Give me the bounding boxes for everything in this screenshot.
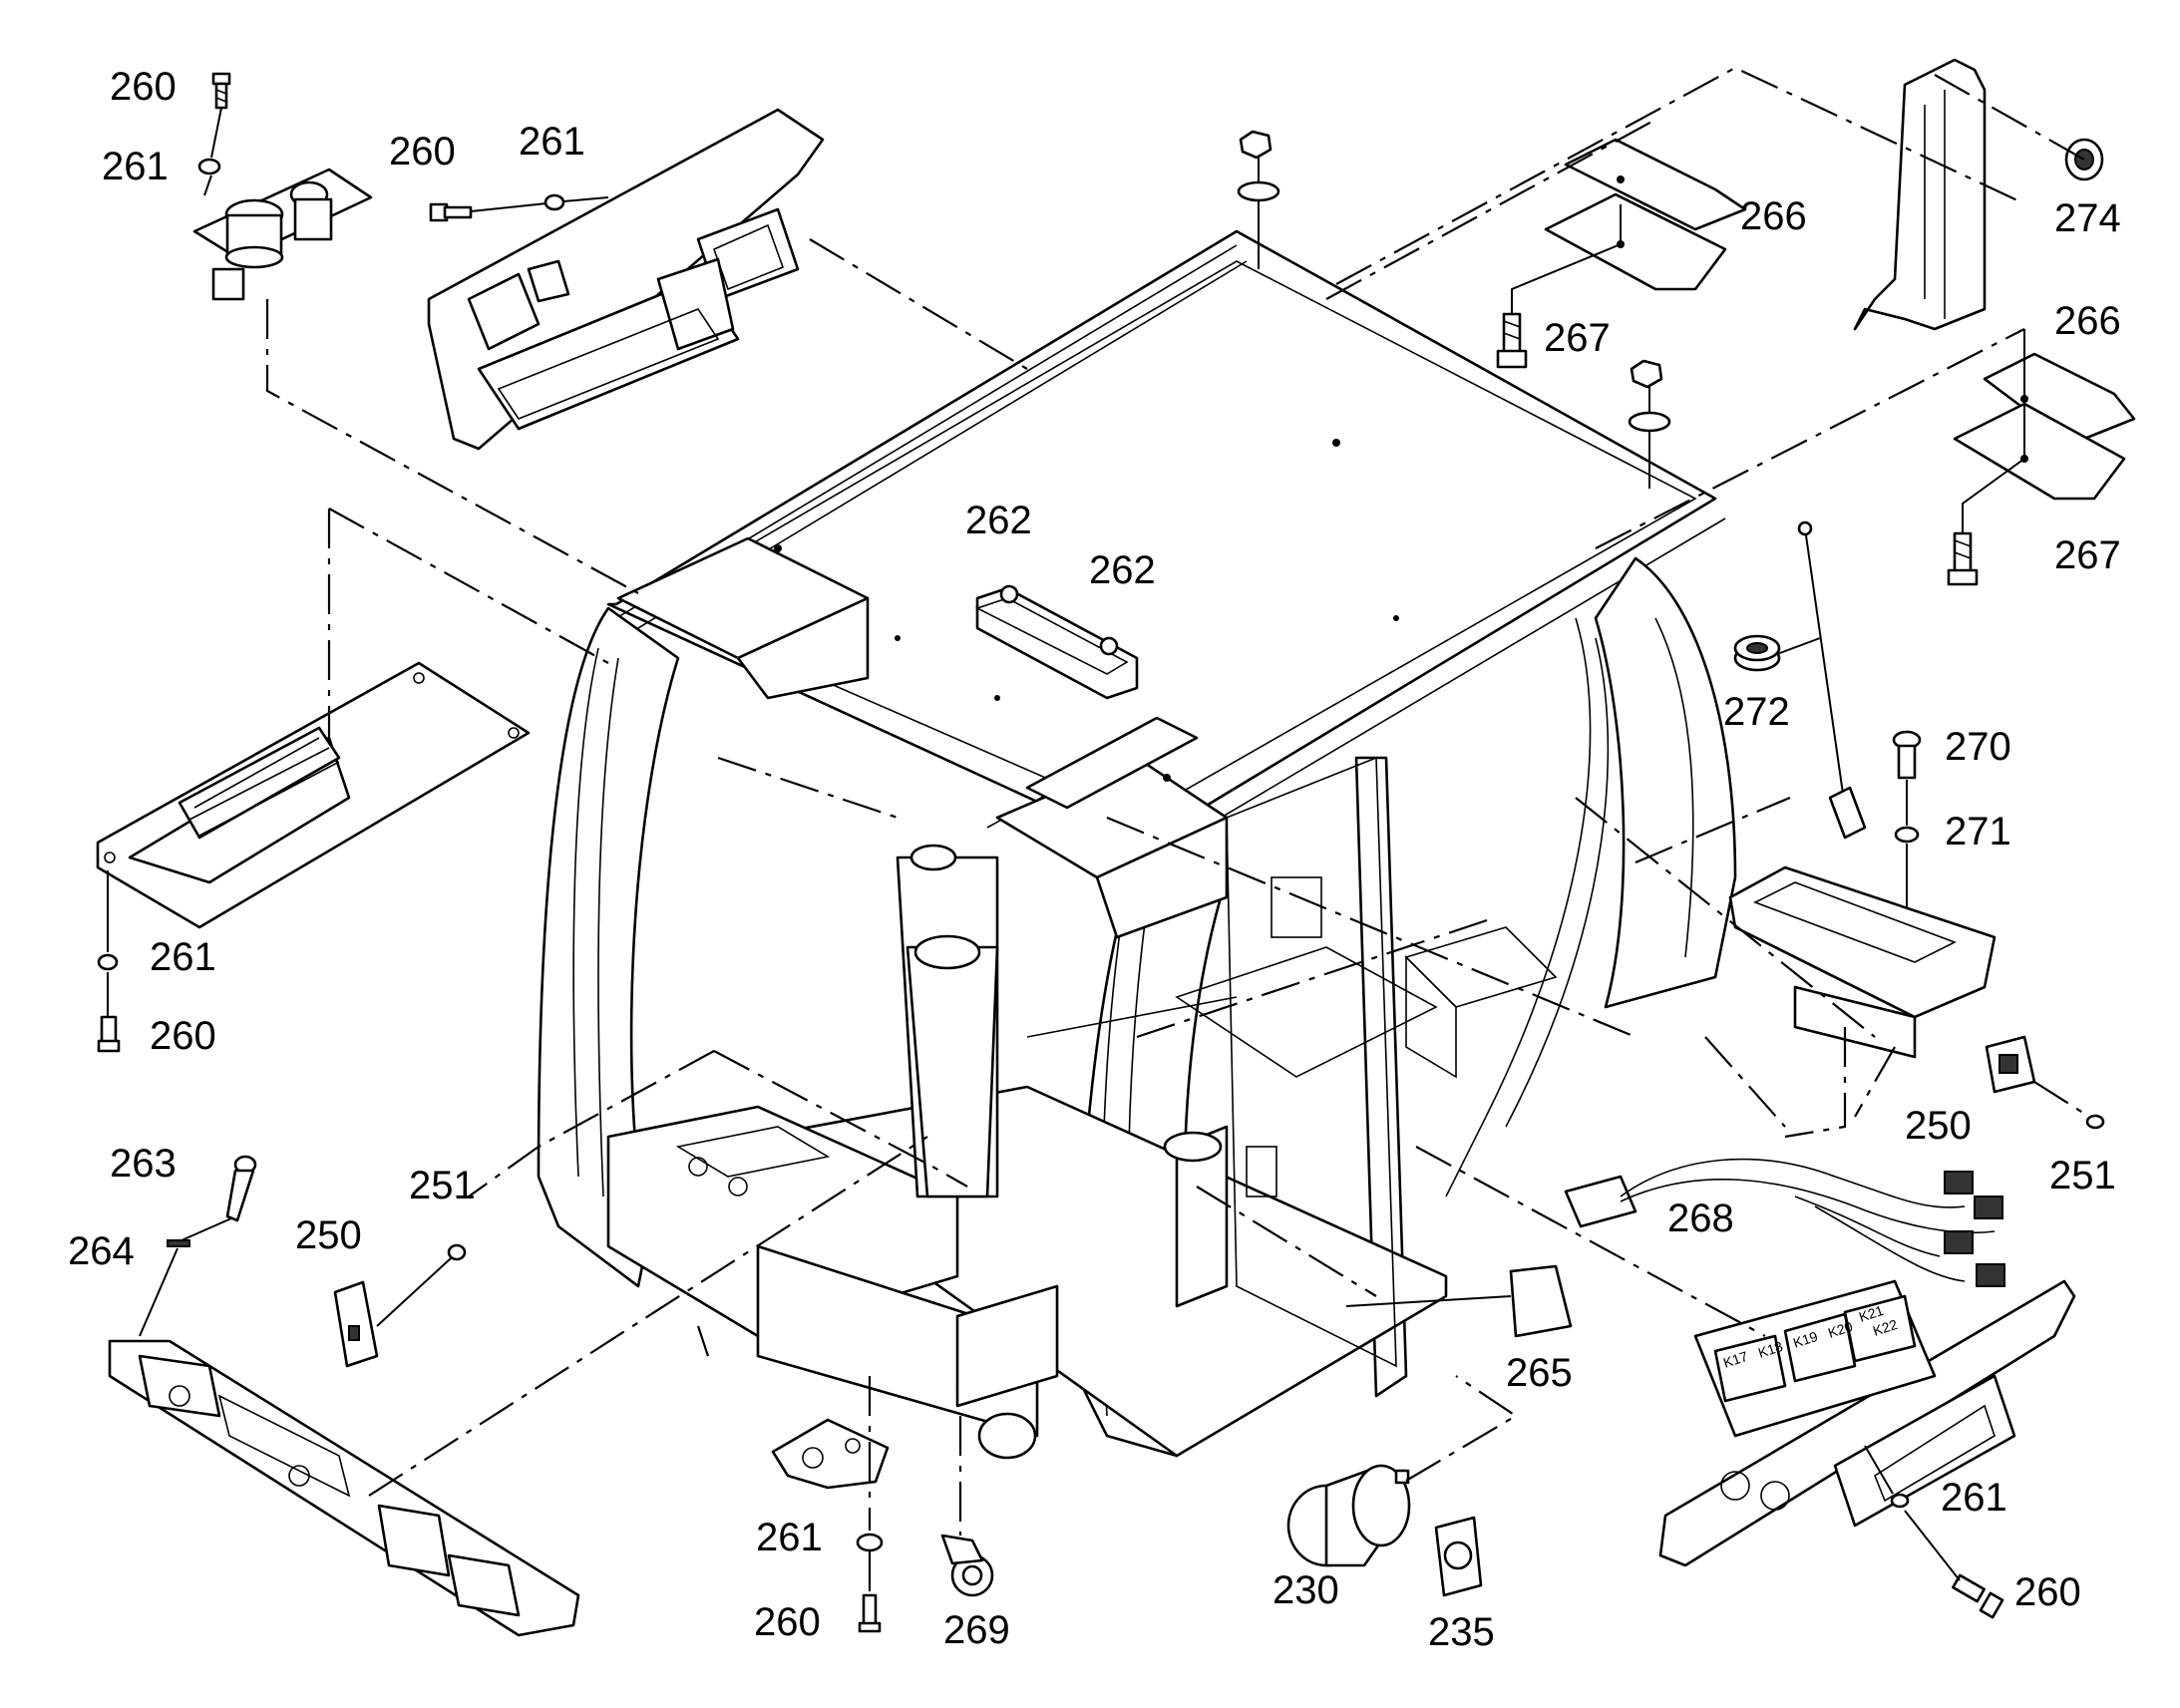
screw-260-c	[97, 1015, 121, 1053]
callout-267-b: 267	[2054, 533, 2121, 577]
screw-251-a	[2085, 1114, 2105, 1130]
callout-261-d: 261	[1941, 1476, 2007, 1520]
assembly-lines	[265, 66, 2085, 1497]
screw-260-b	[429, 202, 473, 222]
callout-271: 271	[1945, 810, 2011, 854]
leader-bolt-267-a	[1511, 204, 1622, 314]
cab-frame	[537, 229, 1737, 1460]
leader-bolt-267-b	[1962, 329, 2025, 533]
washer-261-e	[1890, 1493, 1910, 1509]
nut-washer-top	[1237, 130, 1280, 269]
leader-grommet-272	[1776, 637, 1821, 655]
callout-267-a: 267	[1544, 316, 1611, 360]
callout-260-e: 260	[754, 1600, 821, 1644]
screw-270	[1892, 730, 1922, 780]
relay-label: K22	[1871, 1316, 1900, 1339]
storage-tray	[1728, 865, 1997, 1059]
switch-235	[1434, 1516, 1483, 1597]
roof-console-262	[974, 584, 1139, 700]
leader-pad-265	[1345, 1295, 1512, 1307]
beacon-230	[1286, 1464, 1411, 1567]
callout-262-b: 262	[1089, 548, 1156, 592]
relay-label: K20	[1826, 1318, 1855, 1341]
wiring-harness-268	[1564, 1158, 2005, 1287]
antenna	[1797, 520, 1867, 840]
washer-261-b	[544, 193, 565, 211]
washer-271	[1894, 826, 1920, 844]
leader-washer-261-b	[470, 196, 609, 212]
callout-263: 263	[110, 1142, 177, 1186]
pad-265	[1509, 1264, 1573, 1338]
callout-270: 270	[1945, 725, 2011, 769]
relay-label: K18	[1756, 1338, 1785, 1361]
cable-clamp-269	[940, 1534, 994, 1597]
washer-261-c	[97, 953, 119, 971]
bracket-266-a	[1544, 138, 1747, 291]
callout-261-e: 261	[756, 1516, 823, 1559]
bracket-266-b	[1953, 352, 2136, 501]
callout-260-c: 260	[150, 1014, 216, 1058]
washer-261-d	[856, 1533, 884, 1552]
leader-tray	[1784, 1027, 2090, 1139]
washer-261-a	[197, 158, 221, 175]
screw-260-a	[211, 72, 231, 110]
callout-266-a: 266	[1740, 194, 1807, 238]
fuse-panel-left	[96, 661, 531, 929]
callout-269: 269	[943, 1608, 1010, 1652]
callout-labels: 260 261 260 261 266 267 274 266 267 262 …	[68, 65, 2121, 1654]
plate-bottom-center	[771, 1418, 890, 1490]
leader-dash-panel	[139, 1217, 232, 1337]
grommet-274	[2064, 138, 2104, 181]
callout-230: 230	[1272, 1568, 1339, 1612]
leader-relay-panel	[1864, 1445, 1961, 1581]
callout-235: 235	[1428, 1610, 1495, 1654]
bolt-267-a	[1496, 312, 1528, 369]
leader-screw-260-a	[203, 107, 222, 196]
callout-261-a: 261	[102, 145, 169, 188]
callout-260-d: 260	[2014, 1570, 2081, 1614]
upper-switch-panel	[427, 108, 825, 451]
bolt-263	[225, 1155, 257, 1222]
callout-250-a: 250	[1905, 1104, 1972, 1148]
grommet-272	[1733, 634, 1781, 672]
callout-268: 268	[1667, 1196, 1734, 1240]
mirror-bracket	[1853, 58, 1987, 331]
leader-clip-250-b	[376, 1257, 452, 1327]
switch-bracket-top-left	[192, 168, 373, 301]
callout-274: 274	[2054, 196, 2121, 240]
callout-264: 264	[68, 1229, 135, 1273]
callout-265: 265	[1506, 1351, 1573, 1395]
relay-label: K21	[1857, 1302, 1886, 1325]
screw-260-e	[1952, 1573, 2004, 1619]
callout-260-a: 260	[110, 65, 177, 109]
leader-beacon	[1405, 1375, 1519, 1482]
relay-label: K19	[1791, 1328, 1820, 1351]
callout-272: 272	[1723, 690, 1790, 734]
washer-264	[167, 1239, 190, 1247]
bolt-267-b	[1947, 531, 1979, 586]
relay-panel	[1658, 1279, 2076, 1567]
lower-dash-panel	[108, 1339, 580, 1637]
callout-251-a: 251	[2049, 1154, 2116, 1197]
callout-251-b: 251	[409, 1164, 476, 1207]
callout-250-b: 250	[295, 1213, 362, 1257]
callout-261-b: 261	[519, 120, 585, 164]
callout-260-b: 260	[389, 130, 456, 173]
screw-251-b	[447, 1243, 467, 1261]
callout-262-a: 262	[965, 499, 1032, 542]
callout-261-c: 261	[150, 935, 216, 979]
clip-250-b	[333, 1280, 379, 1368]
screw-260-d	[858, 1593, 882, 1633]
nut-washer-right	[1628, 359, 1671, 489]
clip-250-a	[1985, 1035, 2036, 1094]
relay-labels: K17 K18 K19 K20 K21 K22	[1721, 1302, 1900, 1371]
callout-266-b: 266	[2054, 299, 2121, 343]
relay-label: K17	[1721, 1348, 1750, 1371]
